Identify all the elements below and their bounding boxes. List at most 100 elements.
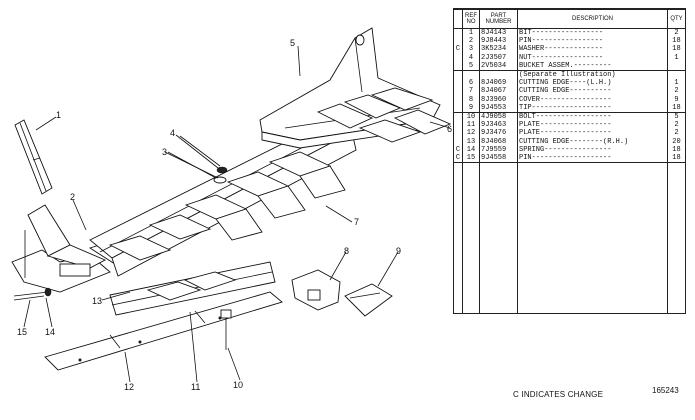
part-number-cell: 9J3463 (479, 121, 518, 130)
change-cell (453, 112, 463, 122)
washer-nut-parts-3-4 (164, 135, 228, 184)
ref-no-cell: 15 (462, 154, 480, 164)
callout-14: 14 (45, 327, 55, 337)
callout-15: 15 (17, 327, 27, 337)
part-number-cell: 8J4069 (479, 79, 518, 88)
ref-no-cell: 9 (462, 103, 480, 114)
part-number-cell: 7J9559 (479, 145, 518, 155)
part-number-cell: 3K5234 (479, 45, 518, 54)
qty-cell: 18 (667, 103, 686, 114)
change-cell (453, 87, 463, 96)
ref-no-cell: 5 (462, 61, 480, 71)
description-cell: CUTTING EDGE----(L.H.) (517, 79, 668, 88)
qty-cell (667, 70, 686, 80)
qty-cell: 18 (667, 154, 686, 164)
part-number-cell: 2V5034 (479, 61, 518, 71)
qty-cell: 2 (667, 121, 686, 130)
change-cell (453, 79, 463, 88)
part-number-cell: 9J8443 (479, 37, 518, 46)
part-number-cell (479, 70, 518, 80)
exploded-parts-diagram: 1 5 6 4 3 7 2 8 9 10 11 12 13 14 15 (11, 27, 452, 392)
ref-no-cell: 2 (462, 37, 480, 46)
ref-no-cell: 6 (462, 79, 480, 88)
description-cell: CUTTING EDGE---------- (517, 87, 668, 96)
callout-7: 7 (354, 217, 359, 227)
callout-5: 5 (290, 38, 295, 48)
callout-4: 4 (170, 128, 175, 138)
ref-no-cell: 12 (462, 129, 480, 138)
callout-12: 12 (124, 382, 134, 392)
part-number-cell: 8J3960 (479, 95, 518, 104)
ref-no-cell: 3 (462, 45, 480, 54)
part-number-cell: 8J4067 (479, 87, 518, 96)
ref-no-cell: 1 (462, 28, 480, 38)
change-cell (453, 121, 463, 130)
part-number-cell: 9J4558 (479, 154, 518, 164)
change-cell (453, 61, 463, 71)
ref-no-cell: 7 (462, 87, 480, 96)
qty-cell: 2 (667, 87, 686, 96)
qty-cell: 5 (667, 112, 686, 122)
callout-3: 3 (162, 147, 167, 157)
cover-part-8 (291, 269, 341, 311)
description-cell: PLATE----------------- (517, 129, 668, 138)
ref-no-cell: 13 (462, 137, 480, 146)
change-cell (453, 70, 463, 80)
table-header-row: REF NO PART NUMBER DESCRIPTION QTY (453, 8, 686, 29)
description-cell: BIT----------------- (517, 28, 668, 38)
qty-cell: 1 (667, 53, 686, 62)
callout-1: 1 (56, 110, 61, 120)
callout-11: 11 (191, 382, 200, 392)
bucket-end-assembly (11, 204, 141, 293)
callout-10: 10 (233, 380, 243, 390)
description-cell: (Separate Illustration) (517, 70, 668, 80)
change-cell (453, 28, 463, 38)
callout-8: 8 (344, 246, 349, 256)
description-cell: PIN------------------- (517, 154, 668, 164)
description-cell: PIN----------------- (517, 37, 668, 46)
part-number-cell: 9J3476 (479, 129, 518, 138)
description-cell: SPRING---------------- (517, 145, 668, 155)
qty-cell: 2 (667, 28, 686, 38)
ref-no-cell: 14 (462, 145, 480, 155)
upper-teeth-row (316, 87, 452, 143)
bit-part-1 (14, 119, 53, 195)
part-number-cell: 2J3507 (479, 53, 518, 62)
middle-teeth-row-part-7 (108, 151, 346, 261)
description-cell: TIP------------------- (517, 103, 668, 114)
description-cell: COVER----------------- (517, 95, 668, 104)
qty-cell: 1 (667, 79, 686, 88)
part-number-cell: 8J4068 (479, 137, 518, 146)
change-cell: C (453, 154, 463, 164)
qty-cell: 2 (667, 129, 686, 138)
leader-lines (23, 45, 451, 383)
part-number-cell: 9J4553 (479, 103, 518, 114)
callout-9: 9 (396, 246, 401, 256)
callout-2: 2 (70, 192, 75, 202)
change-cell (453, 95, 463, 104)
description-cell: PLATE----------------- (517, 121, 668, 130)
ref-no-cell: 11 (462, 121, 480, 130)
figure-number: 165243 (652, 386, 679, 395)
table-blank-area (453, 162, 686, 315)
change-legend: C INDICATES CHANGE (513, 390, 604, 399)
header-ref-no: REF NO (462, 8, 480, 29)
callout-labels: 1 5 6 4 3 7 2 8 9 10 11 12 13 14 15 (17, 38, 452, 392)
header-qty: QTY (667, 8, 686, 29)
change-cell (453, 129, 463, 138)
part-number-cell: 4J9058 (479, 112, 518, 122)
description-cell: NUT----------------- (517, 53, 668, 62)
